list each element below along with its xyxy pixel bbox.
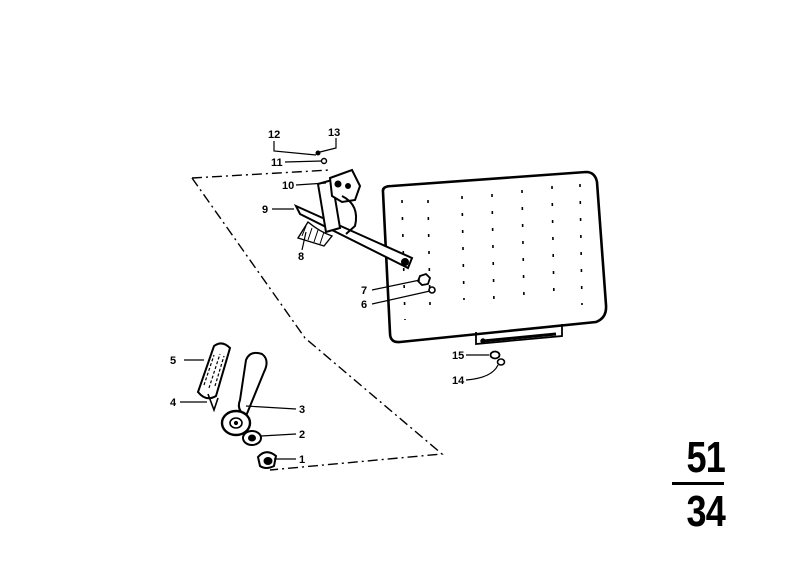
leader-lines [180, 138, 499, 460]
callout-6: 6 [361, 299, 367, 311]
callout-13: 13 [328, 127, 340, 139]
callout-9: 9 [262, 204, 268, 216]
callout-1: 1 [299, 454, 305, 466]
group-code-divider [672, 482, 724, 485]
group-code-bottom: 34 [686, 487, 725, 536]
callout-8: 8 [298, 251, 304, 263]
glass-channel [475, 324, 563, 345]
callouts: 1 2 3 4 5 6 7 8 9 10 11 12 13 14 15 [170, 127, 465, 466]
callout-11: 11 [271, 157, 283, 169]
callout-2: 2 [299, 429, 305, 441]
callout-15: 15 [452, 350, 464, 362]
rail-fasteners [489, 350, 506, 366]
window-glass [381, 170, 608, 344]
callout-3: 3 [299, 404, 305, 416]
callout-12: 12 [268, 129, 280, 141]
regulator-mechanism [293, 150, 436, 294]
callout-7: 7 [361, 285, 367, 297]
callout-10: 10 [282, 180, 294, 192]
callout-5: 5 [170, 355, 176, 367]
callout-14: 14 [452, 375, 465, 387]
callout-4: 4 [170, 397, 177, 409]
crank-handle-assembly [196, 342, 278, 469]
door-outline [191, 169, 444, 471]
group-code-top: 51 [686, 433, 725, 482]
